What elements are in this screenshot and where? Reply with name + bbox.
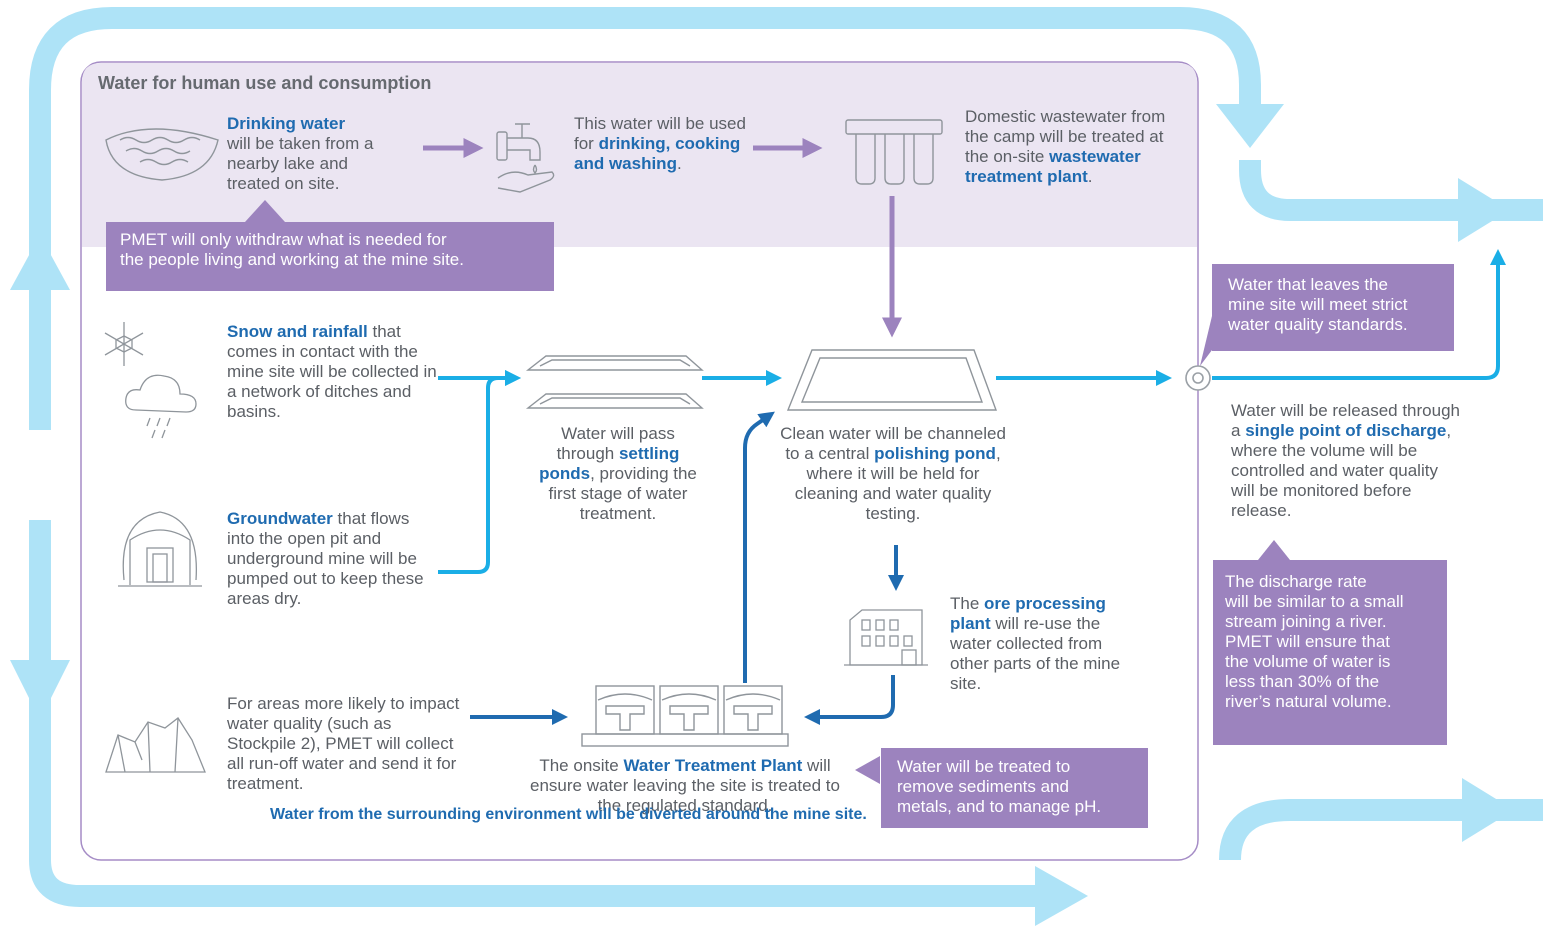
drinking-water-text: Drinking water will be taken from a near… [227,114,374,193]
section-title: Water for human use and consumption [98,73,432,93]
snow-rainfall-text: Snow and rainfall that comes in contact … [227,322,437,421]
withdraw-note: PMET will only withdraw what is needed f… [106,222,554,291]
polishing-pond-icon [786,349,998,411]
faucet-icon [496,123,555,193]
treatment-note: Water will be treated to remove sediment… [881,748,1148,828]
mine-entrance-icon [118,511,202,587]
treatment-tanks-icon [581,685,789,747]
human-use-panel [82,63,1197,247]
callout-pointers [245,200,1290,784]
usage-text: This water will be used for drinking, co… [574,114,746,173]
settling-ponds-icon [525,355,704,409]
snowflake-icon [104,322,144,366]
rocks-icon [105,717,206,773]
leave-standards-note: Water that leaves the mine site will mee… [1212,264,1454,351]
rain-cloud-icon [125,374,197,439]
lake-icon [105,128,219,181]
polishing-pond-text: Clean water will be channeled to a centr… [780,424,1006,523]
discharge-text: Water will be released through a single … [1231,401,1460,520]
water-treatment-plant-text: The onsite Water Treatment Plant will en… [530,756,840,815]
discharge-rate-note: The discharge rate will be similar to a … [1213,560,1447,745]
domestic-wastewater-text: Domestic wastewater from the camp will b… [965,107,1166,186]
groundwater-text: Groundwater that flows into the open pit… [227,509,424,608]
diversion-arrowheads [10,104,1514,926]
settling-ponds-text: Water will pass through settling ponds, … [539,424,697,523]
diversion-caption: Water from the surrounding environment w… [270,806,867,823]
discharge-point-icon [1185,365,1211,391]
stockpile-text: For areas more likely to impact water qu… [227,694,460,793]
filter-icon [845,119,943,185]
factory-icon [844,609,928,666]
ore-processing-text: The ore processing plant will re-use the… [950,594,1121,693]
